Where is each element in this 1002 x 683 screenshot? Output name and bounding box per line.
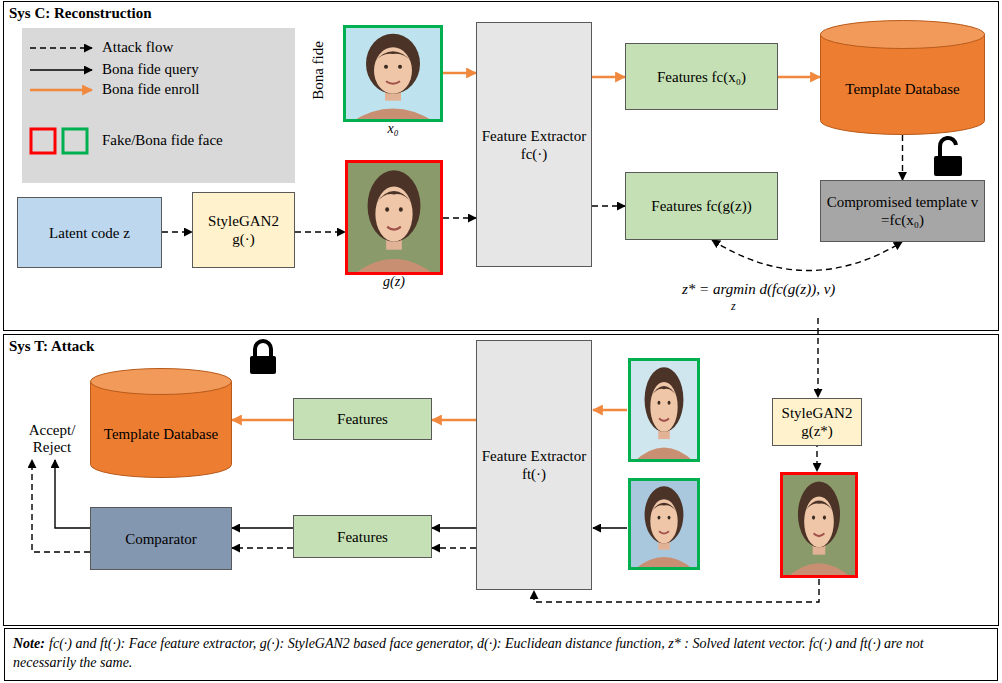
broken-lock-body (934, 156, 962, 176)
box-label: Template Database (104, 425, 218, 443)
photo-ground (628, 478, 700, 570)
connector-arrow (295, 231, 345, 232)
connector-arrow (712, 240, 902, 271)
face-photo-image (780, 472, 858, 578)
note-box: Note:fc(·) and ft(·): Face feature extra… (4, 628, 998, 681)
process-box: StyleGAN2 g(·) (192, 192, 295, 268)
face-instance (351, 34, 435, 122)
process-box: StyleGAN2 g(z*) (772, 398, 862, 446)
box-label: Features fc(g(z)) (651, 197, 751, 215)
box-label: Feature Extractor fc(·) (481, 127, 587, 163)
process-box: Feature Extractor fc(·) (476, 22, 592, 267)
legend-label: Attack flow (102, 39, 173, 56)
lock-body (250, 356, 276, 374)
system-panel: Sys T: AttackTemplate DatabaseFeaturesFe… (4, 335, 998, 625)
database-cylinder: Template Database (820, 20, 985, 135)
box-label: Features fc(x₀) (657, 68, 746, 86)
connector-arrow (432, 419, 476, 422)
photo-caption: x₀ (326, 121, 460, 137)
box-label: Latent code z (49, 224, 130, 242)
formula-label: z* = argmin d(fc(g(z)), v) (682, 281, 835, 298)
decision-arrow (32, 460, 90, 552)
face-instance (786, 482, 852, 578)
photo-frame (630, 480, 699, 569)
cylinder-shape (820, 20, 985, 135)
connector-arrow (443, 72, 476, 75)
face-photo-image (343, 25, 443, 122)
panel-title: Sys T: Attack (9, 338, 94, 355)
connector-arrow (592, 205, 625, 206)
connector-arrow (592, 76, 625, 79)
process-box: Features (293, 515, 432, 558)
box-label: Comparator (125, 530, 197, 548)
face-photo: x₀ (343, 25, 443, 122)
face-photo-image (628, 358, 700, 462)
legend-label: Fake/Bona fide face (102, 132, 223, 149)
box-label: Features (337, 528, 388, 546)
panel-title: Sys C: Reconstruction (9, 5, 152, 22)
formula-subscript: z (731, 299, 736, 314)
process-box: Comparator (90, 507, 232, 570)
outcome-label: Accept/ Reject (22, 422, 82, 455)
process-box: Latent code z (17, 197, 162, 268)
legend-sample-dashed (30, 47, 92, 48)
connector-arrow (232, 419, 293, 422)
decision-arrow (55, 460, 90, 528)
connector-arrow (432, 547, 476, 548)
legend-sample-bonafide (63, 129, 87, 153)
photo-ground (343, 25, 443, 122)
process-box: Features fc(x₀) (625, 43, 778, 110)
legend-sample-solid (30, 69, 92, 70)
cylinder-top (91, 369, 232, 395)
face-instance (634, 486, 694, 570)
legend-sample-fake (31, 129, 55, 153)
face-photo-image (345, 160, 443, 275)
legend-panel (22, 28, 295, 183)
face-photo: g(z) (345, 160, 443, 275)
broken-lock-shackle (940, 138, 956, 156)
note-heading: Note: (13, 636, 45, 651)
box-label: Feature Extractor ft(·) (481, 447, 587, 483)
process-box: Features (293, 398, 432, 440)
photo-frame (782, 474, 857, 577)
lock-shackle (255, 341, 271, 356)
box-label: Template Database (845, 80, 959, 98)
cylinder-shape (90, 368, 232, 478)
side-label: Bona fide (309, 41, 326, 100)
database-cylinder: Template Database (90, 368, 232, 478)
box-label: StyleGAN2 g(z*) (777, 404, 857, 440)
legend-sample-orange (30, 89, 92, 92)
cylinder-body (821, 34, 985, 135)
process-box: Compromised template v =fc(x₀) (820, 180, 985, 242)
photo-caption: g(z) (328, 274, 460, 290)
process-box: Features fc(g(z)) (625, 172, 778, 240)
connector-arrow (902, 135, 903, 180)
query-arrow (593, 527, 627, 528)
process-box: Feature Extractor ft(·) (476, 340, 592, 590)
face-instance (353, 170, 435, 275)
note-text: fc(·) and ft(·): Face feature extractor,… (13, 636, 924, 670)
legend-label: Bona fide enroll (102, 81, 199, 98)
enroll-arrow (593, 409, 627, 412)
photo-ground (780, 472, 858, 578)
connector-arrow (232, 547, 293, 548)
photo-ground (628, 358, 700, 462)
box-label: Features (337, 410, 388, 428)
photo-frame (630, 360, 699, 461)
face-instance (634, 367, 694, 462)
face-photo-image (628, 478, 700, 570)
box-label: StyleGAN2 g(·) (197, 212, 290, 248)
legend-label: Bona fide query (102, 61, 199, 78)
attack-arrow (817, 318, 818, 397)
box-label: Compromised template v =fc(x₀) (825, 193, 980, 229)
cylinder-top (821, 21, 985, 49)
connector-arrow (232, 527, 293, 528)
connector-arrow (778, 76, 820, 79)
connector-arrow (443, 217, 476, 218)
connector-arrow (162, 231, 192, 232)
cylinder-body (91, 381, 232, 478)
connector-arrow (432, 527, 476, 528)
photo-ground (345, 160, 443, 275)
